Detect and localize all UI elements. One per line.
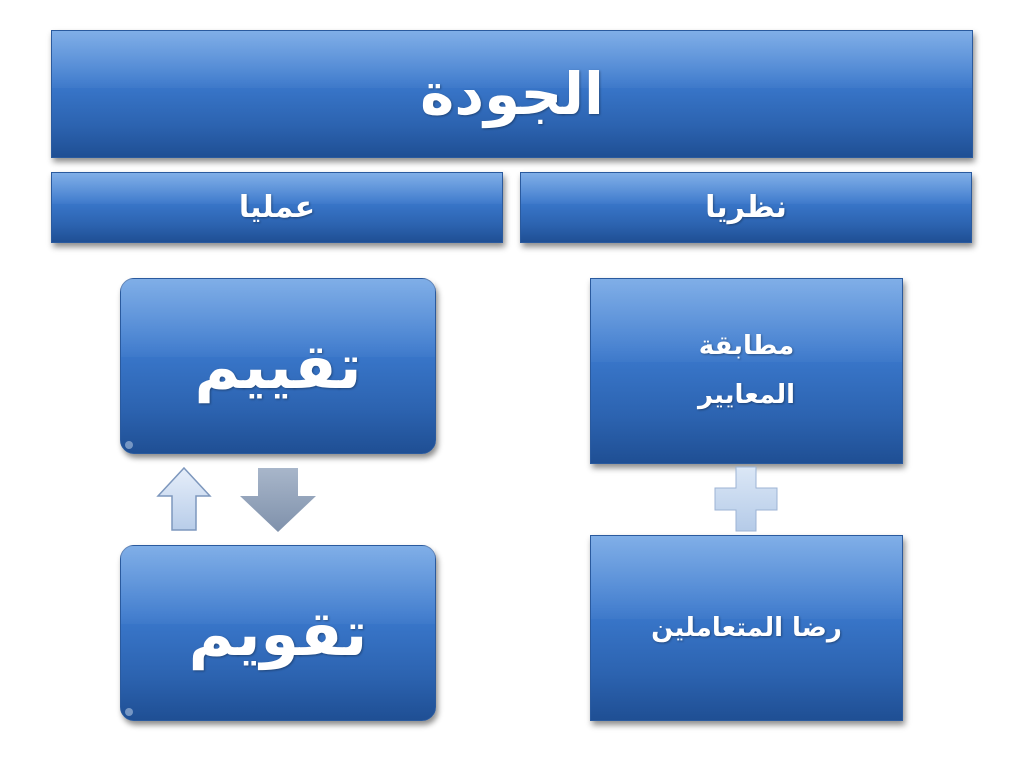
corner-dot [125, 441, 133, 449]
theoretical-header: نظريا [520, 172, 972, 243]
evaluation-box: تقييم [120, 278, 436, 454]
practical-header-text: عمليا [238, 190, 316, 225]
evaluation-text: تقييم [194, 329, 362, 403]
corner-dot [125, 708, 133, 716]
title-text: الجودة [420, 60, 604, 128]
arrow-up-icon [156, 466, 212, 531]
theoretical-header-text: نظريا [705, 190, 787, 225]
standards-line2: المعايير [697, 380, 796, 410]
satisfaction-text: رضا المتعاملين [651, 613, 842, 643]
assessment-box: تقويم [120, 545, 436, 721]
standards-match-box: مطابقة المعايير [590, 278, 903, 464]
assessment-text: تقويم [188, 596, 368, 670]
arrow-down-icon [240, 468, 316, 532]
practical-header: عمليا [51, 172, 503, 243]
title-box: الجودة [51, 30, 973, 158]
satisfaction-box: رضا المتعاملين [590, 535, 903, 721]
plus-icon [714, 466, 778, 532]
standards-line1: مطابقة [698, 330, 795, 361]
